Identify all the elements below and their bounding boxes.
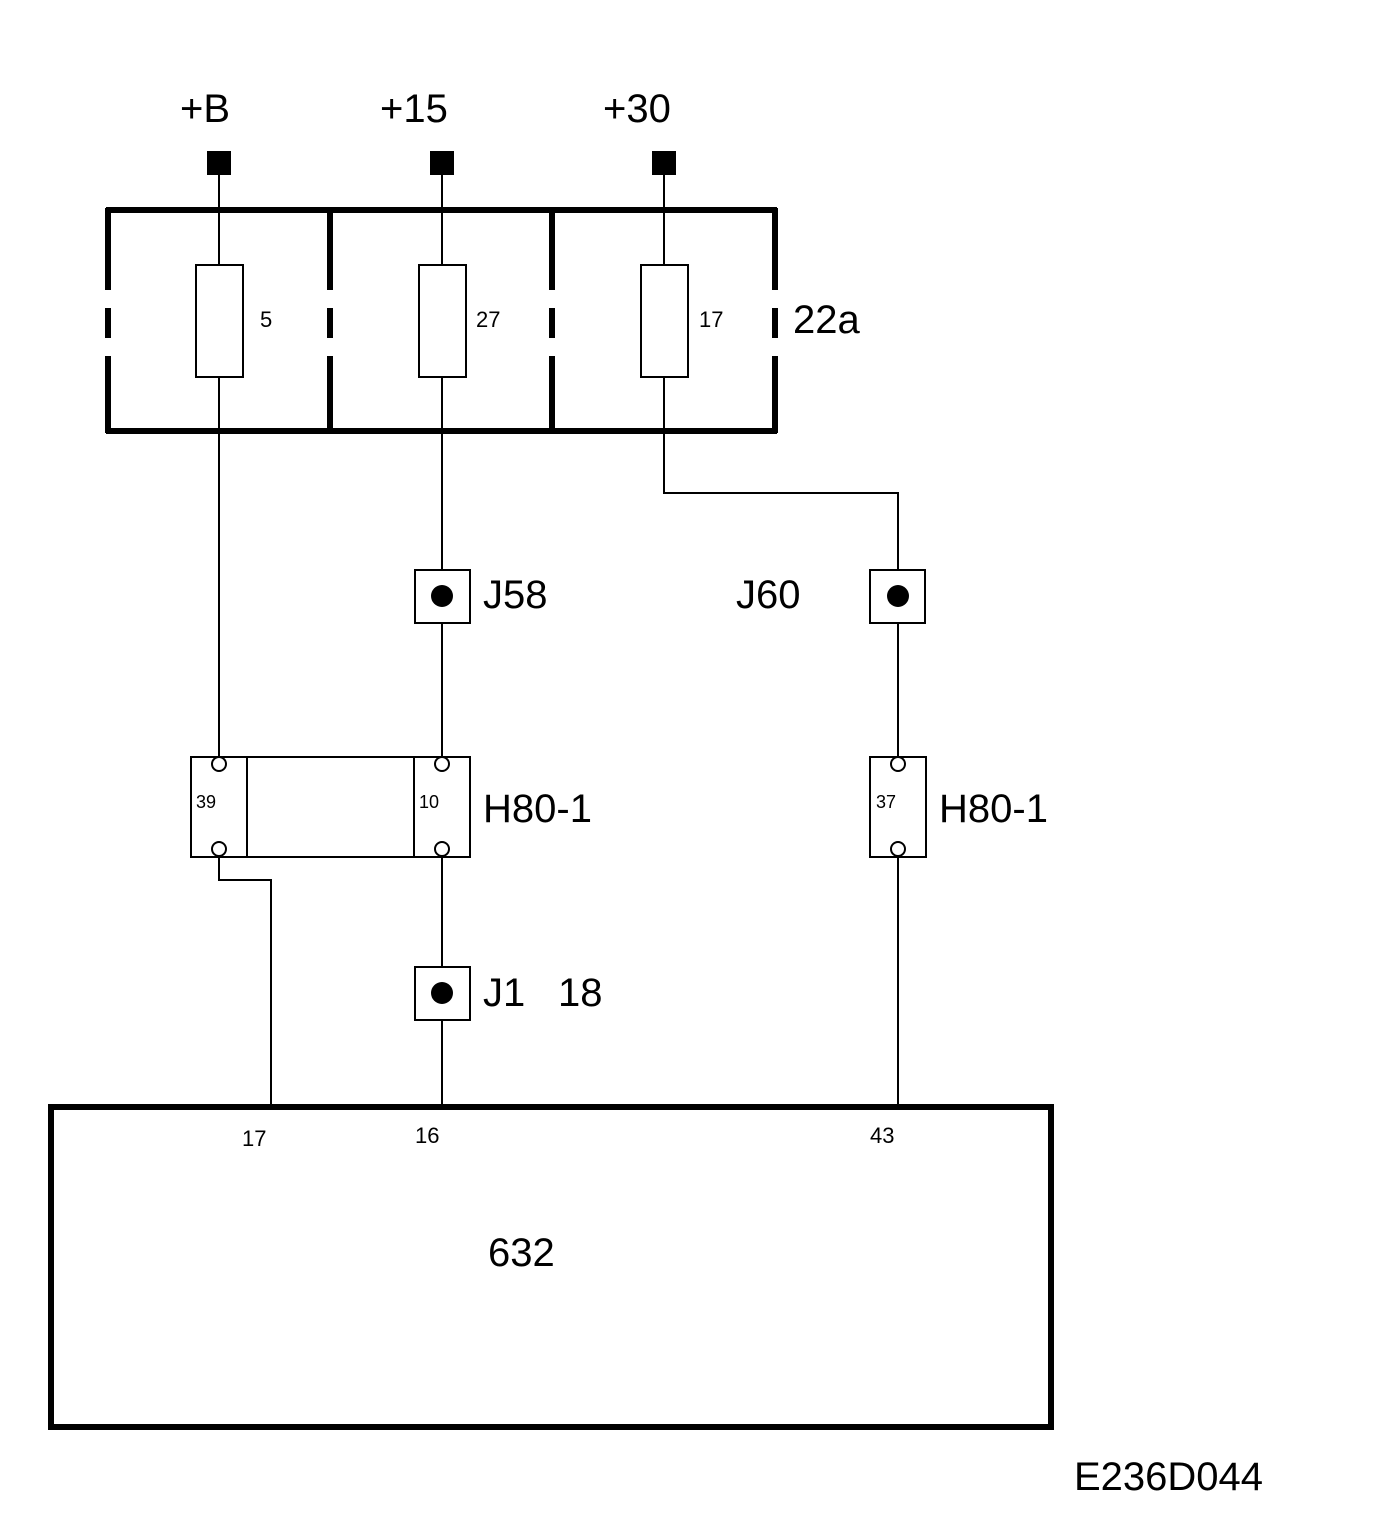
supply-terminal-15 (430, 151, 454, 175)
junction-j60 (869, 569, 926, 624)
connector-h80-left-label: H80-1 (483, 787, 592, 831)
pin-39-bottom (211, 841, 227, 857)
connector-pin-39: 39 (196, 792, 216, 812)
connector-h80-right-label: H80-1 (939, 787, 1048, 831)
fuse-17 (640, 264, 689, 378)
junction-j58-dot (431, 585, 453, 607)
connector-h80-right-body (869, 756, 927, 858)
junction-j58 (414, 569, 471, 624)
fuse-5 (195, 264, 244, 378)
pin-10-top (434, 756, 450, 772)
junction-j58-label: J58 (483, 573, 548, 617)
junction-j60-label: J60 (736, 573, 801, 617)
module-pin-17: 17 (242, 1126, 266, 1151)
supply-label-b: +B (180, 87, 230, 131)
fuse-label-17: 17 (699, 307, 723, 332)
fuse-27 (418, 264, 467, 378)
supply-label-15: +15 (380, 87, 448, 131)
connector-pin-37: 37 (876, 792, 896, 812)
junction-j1-pin: 18 (558, 971, 603, 1015)
supply-label-30: +30 (603, 87, 671, 131)
junction-j60-dot (887, 585, 909, 607)
connector-h80-right (869, 756, 927, 858)
fuse-label-27: 27 (476, 307, 500, 332)
module-pin-16: 16 (415, 1123, 439, 1148)
module-pin-43: 43 (870, 1123, 894, 1148)
supply-terminal-b (207, 151, 231, 175)
control-module-632 (48, 1104, 1054, 1430)
connector-h80-left (190, 756, 471, 858)
wire-30-to-h80 (663, 175, 899, 757)
junction-j1 (414, 966, 471, 1021)
fuse-label-5: 5 (260, 307, 272, 332)
pin-37-bottom (890, 841, 906, 857)
pin-39-top (211, 756, 227, 772)
junction-j1-dot (431, 982, 453, 1004)
wire-h80-39-to-module (218, 855, 272, 1107)
connector-h80-left-body (190, 756, 471, 858)
fuse-box-label: 22a (793, 298, 860, 342)
figure-id: E236D044 (1074, 1455, 1263, 1499)
module-label: 632 (488, 1231, 555, 1275)
junction-j1-label: J1 (483, 971, 525, 1015)
supply-terminal-30 (652, 151, 676, 175)
connector-pin-10: 10 (419, 792, 439, 812)
pin-37-top (890, 756, 906, 772)
fuse-box (105, 207, 778, 434)
pin-10-bottom (434, 841, 450, 857)
